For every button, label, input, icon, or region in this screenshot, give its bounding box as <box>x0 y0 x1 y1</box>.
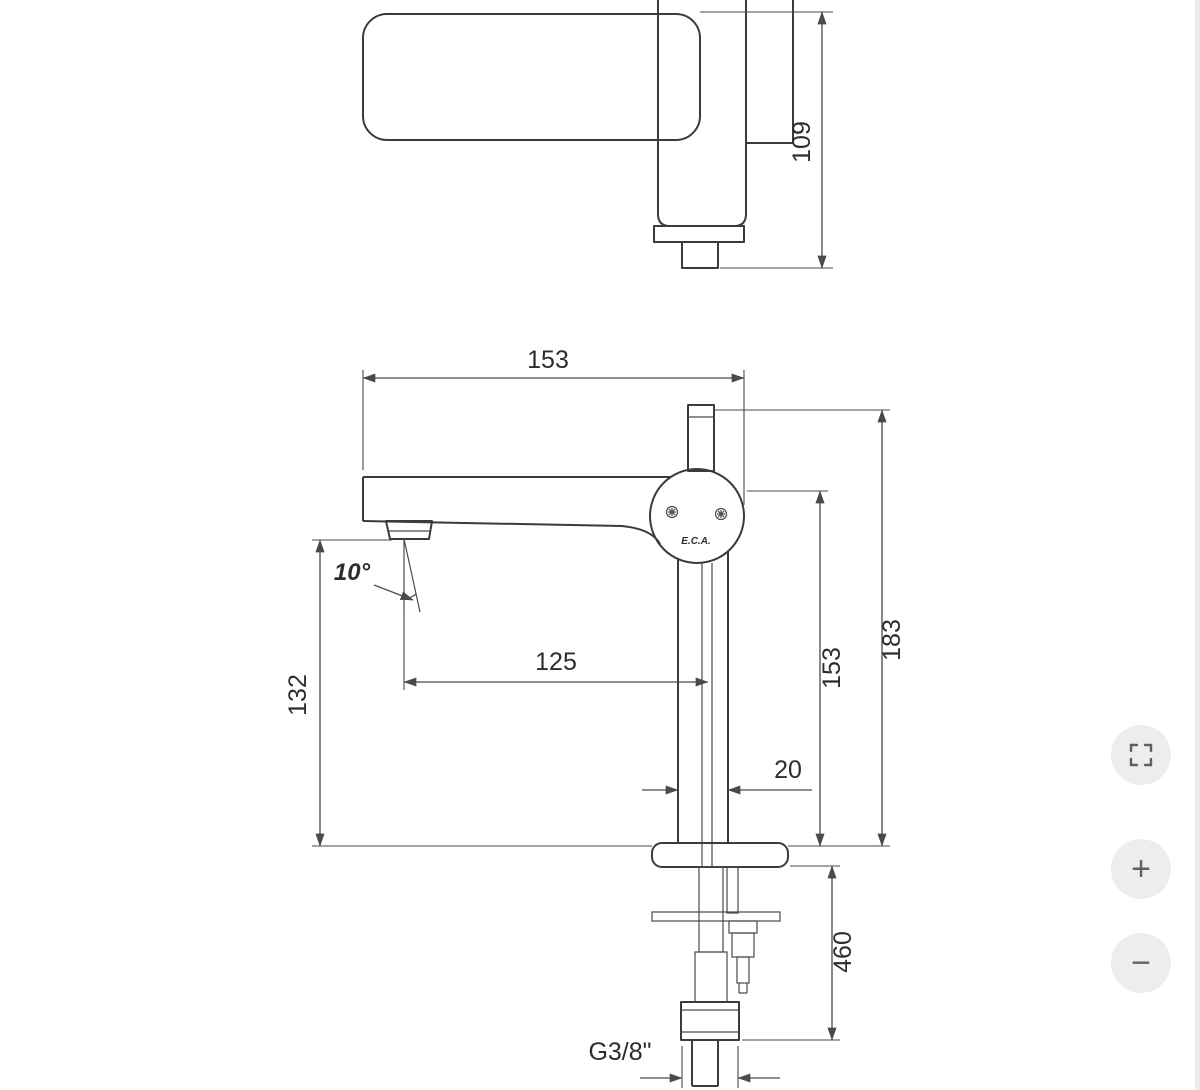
dim-body-width: 20 <box>642 756 812 795</box>
dim-hose-length: 460 <box>742 865 857 1041</box>
screw-right-icon <box>714 507 728 521</box>
dim-thread-size: G3/8" <box>588 1038 780 1088</box>
dim-overall-width: 153 <box>362 346 745 505</box>
dim-spout-reach: 125 <box>403 614 709 690</box>
fullscreen-button[interactable] <box>1111 725 1171 785</box>
dim-body-height: 153 <box>747 490 890 847</box>
dim-top-depth: 109 <box>700 11 833 269</box>
dim-label-153-right: 153 <box>818 647 846 689</box>
top-view <box>362 0 794 269</box>
zoom-in-button[interactable]: + <box>1111 839 1171 899</box>
dim-label-109: 109 <box>788 121 816 163</box>
zoom-out-button[interactable]: − <box>1111 933 1171 993</box>
dim-label-thread: G3/8" <box>588 1038 651 1066</box>
dim-outlet-height: 132 <box>284 539 652 847</box>
dim-overall-height: 183 <box>714 409 906 847</box>
fullscreen-icon <box>1129 743 1153 767</box>
dim-label-125: 125 <box>535 648 577 676</box>
dim-label-460: 460 <box>829 931 857 973</box>
supply-hose-assembly <box>651 866 781 1087</box>
spray-angle-detail: 10° <box>334 538 421 614</box>
dim-label-132: 132 <box>284 674 312 716</box>
dim-label-183: 183 <box>878 619 906 661</box>
dim-label-angle: 10° <box>334 559 371 586</box>
minus-icon: − <box>1131 944 1151 982</box>
brand-mark: E.C.A. <box>681 536 710 547</box>
screw-left-icon <box>665 505 679 519</box>
dim-label-20: 20 <box>774 756 802 784</box>
front-view-faucet: E.C.A. <box>362 404 789 868</box>
plus-icon: + <box>1131 850 1151 888</box>
right-edge-strip <box>1195 0 1200 1090</box>
dim-label-width-153: 153 <box>527 346 569 374</box>
